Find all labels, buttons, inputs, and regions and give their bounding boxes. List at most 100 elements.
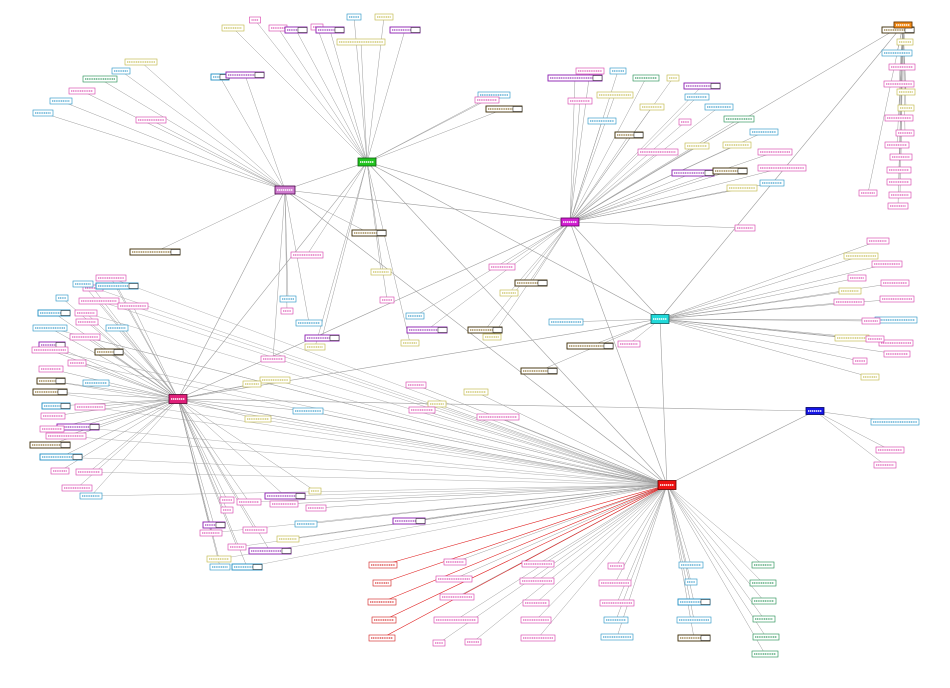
node-box[interactable]: [374, 13, 394, 21]
hub-magenta[interactable]: [560, 217, 580, 227]
node[interactable]: [596, 91, 634, 99]
node[interactable]: [752, 615, 776, 623]
node-box[interactable]: [499, 289, 519, 297]
node[interactable]: [488, 263, 516, 271]
node[interactable]: [886, 178, 912, 186]
node[interactable]: [408, 406, 436, 414]
node[interactable]: [367, 598, 397, 606]
node-box[interactable]: [860, 373, 880, 381]
node[interactable]: [880, 279, 910, 287]
hub-hotpink[interactable]: [168, 394, 188, 404]
node-box[interactable]: [895, 129, 915, 137]
node[interactable]: [336, 38, 386, 46]
node[interactable]: [888, 191, 912, 199]
node[interactable]: [280, 307, 294, 315]
node[interactable]: [874, 316, 918, 324]
node[interactable]: [225, 71, 265, 79]
node-box[interactable]: [858, 189, 878, 197]
node[interactable]: [587, 117, 617, 125]
node[interactable]: [79, 492, 103, 500]
node[interactable]: [55, 294, 69, 302]
node[interactable]: [206, 555, 232, 563]
node[interactable]: [78, 297, 120, 305]
node[interactable]: [49, 97, 73, 105]
node[interactable]: [757, 164, 807, 172]
node[interactable]: [897, 104, 915, 112]
node[interactable]: [433, 616, 479, 624]
node[interactable]: [259, 376, 291, 384]
node[interactable]: [603, 616, 629, 624]
node[interactable]: [566, 342, 614, 350]
node-box[interactable]: [427, 400, 447, 408]
node[interactable]: [39, 453, 83, 461]
node[interactable]: [896, 88, 916, 96]
node[interactable]: [294, 520, 318, 528]
node-box[interactable]: [598, 579, 632, 587]
node[interactable]: [843, 252, 879, 260]
node[interactable]: [751, 597, 777, 605]
node-box[interactable]: [847, 274, 867, 282]
node[interactable]: [74, 309, 98, 317]
node[interactable]: [269, 500, 299, 508]
node[interactable]: [548, 318, 584, 326]
node[interactable]: [264, 492, 306, 500]
node[interactable]: [600, 633, 634, 641]
node[interactable]: [871, 260, 903, 268]
node[interactable]: [379, 296, 395, 304]
node[interactable]: [520, 616, 552, 624]
hub-orange[interactable]: [893, 21, 913, 29]
node[interactable]: [757, 148, 793, 156]
node[interactable]: [547, 74, 603, 82]
node[interactable]: [32, 388, 68, 396]
node[interactable]: [666, 74, 680, 82]
node[interactable]: [45, 432, 87, 440]
node[interactable]: [896, 38, 914, 46]
node[interactable]: [346, 13, 362, 21]
node-box[interactable]: [219, 496, 235, 504]
node[interactable]: [105, 324, 129, 332]
node[interactable]: [37, 309, 71, 317]
node[interactable]: [292, 407, 324, 415]
node[interactable]: [435, 575, 473, 583]
node[interactable]: [94, 348, 124, 356]
node[interactable]: [476, 413, 520, 421]
node-box[interactable]: [67, 359, 87, 367]
node[interactable]: [858, 189, 878, 197]
node[interactable]: [522, 599, 550, 607]
node[interactable]: [889, 153, 913, 161]
node[interactable]: [29, 441, 71, 449]
node[interactable]: [95, 282, 139, 290]
node[interactable]: [392, 517, 426, 525]
node[interactable]: [370, 268, 392, 276]
node-box[interactable]: [124, 58, 158, 66]
node[interactable]: [838, 287, 862, 295]
node[interactable]: [371, 616, 397, 624]
node[interactable]: [295, 319, 323, 327]
node-box[interactable]: [249, 16, 261, 24]
node-box[interactable]: [50, 467, 70, 475]
node[interactable]: [884, 114, 914, 122]
node[interactable]: [752, 633, 780, 641]
node[interactable]: [242, 380, 262, 388]
node[interactable]: [315, 26, 345, 34]
node[interactable]: [883, 80, 915, 88]
node-box[interactable]: [852, 357, 868, 365]
node[interactable]: [677, 634, 711, 642]
node[interactable]: [209, 563, 231, 571]
node[interactable]: [678, 561, 704, 569]
node[interactable]: [432, 639, 446, 647]
node-box[interactable]: [405, 312, 425, 320]
node[interactable]: [405, 381, 427, 389]
node[interactable]: [427, 400, 447, 408]
node[interactable]: [308, 487, 322, 495]
node[interactable]: [875, 446, 905, 454]
node-box[interactable]: [482, 333, 502, 341]
node[interactable]: [227, 543, 247, 551]
node[interactable]: [82, 75, 118, 83]
node[interactable]: [276, 535, 300, 543]
node[interactable]: [614, 131, 644, 139]
node[interactable]: [598, 579, 632, 587]
node[interactable]: [722, 141, 752, 149]
node[interactable]: [67, 359, 87, 367]
node[interactable]: [847, 274, 867, 282]
